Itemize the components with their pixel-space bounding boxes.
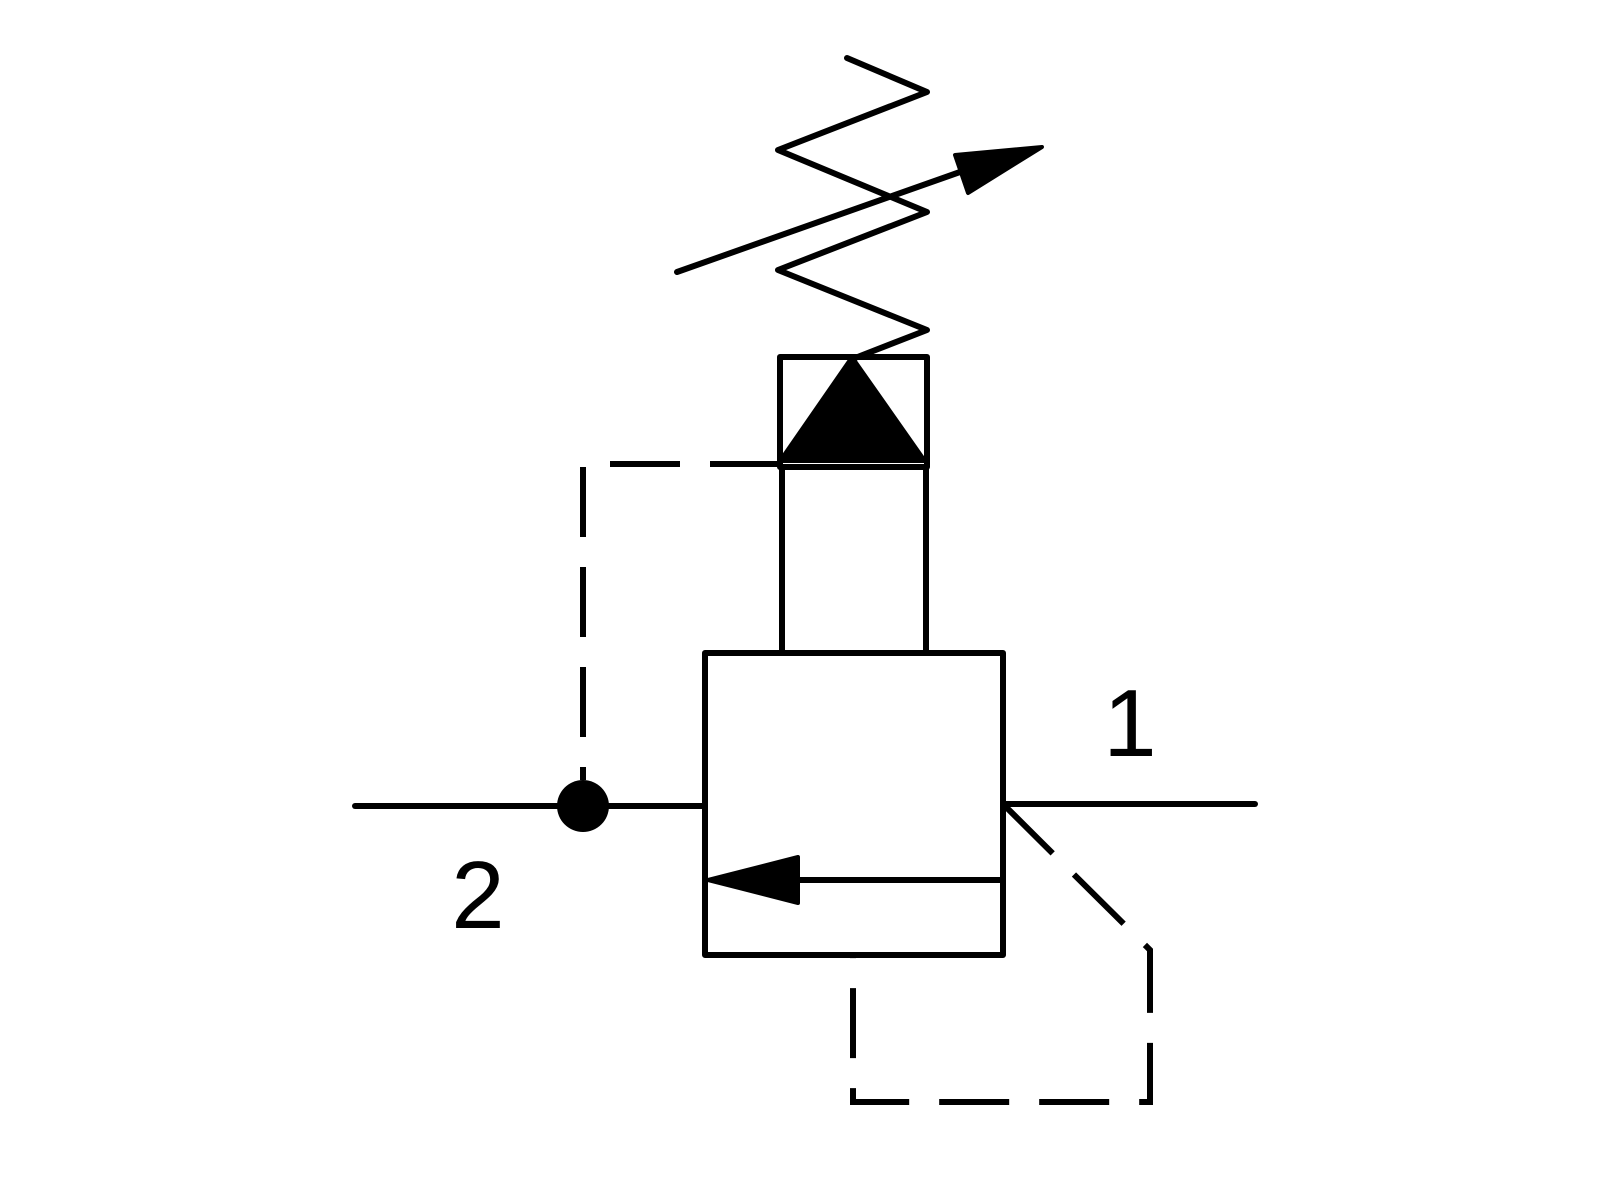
pilot-line-left: [580, 461, 780, 780]
flow-arrow-head: [706, 855, 800, 905]
pilot-triangle: [778, 355, 927, 463]
junction-dot: [557, 780, 609, 832]
adjustment-arrow-shaft: [674, 169, 963, 275]
port-2-label: 2: [451, 842, 504, 949]
port-1-label: 1: [1103, 670, 1156, 777]
adjustment-arrow-head: [953, 145, 1044, 195]
spring: [775, 55, 930, 361]
pilot-line-right: [850, 801, 1153, 1105]
